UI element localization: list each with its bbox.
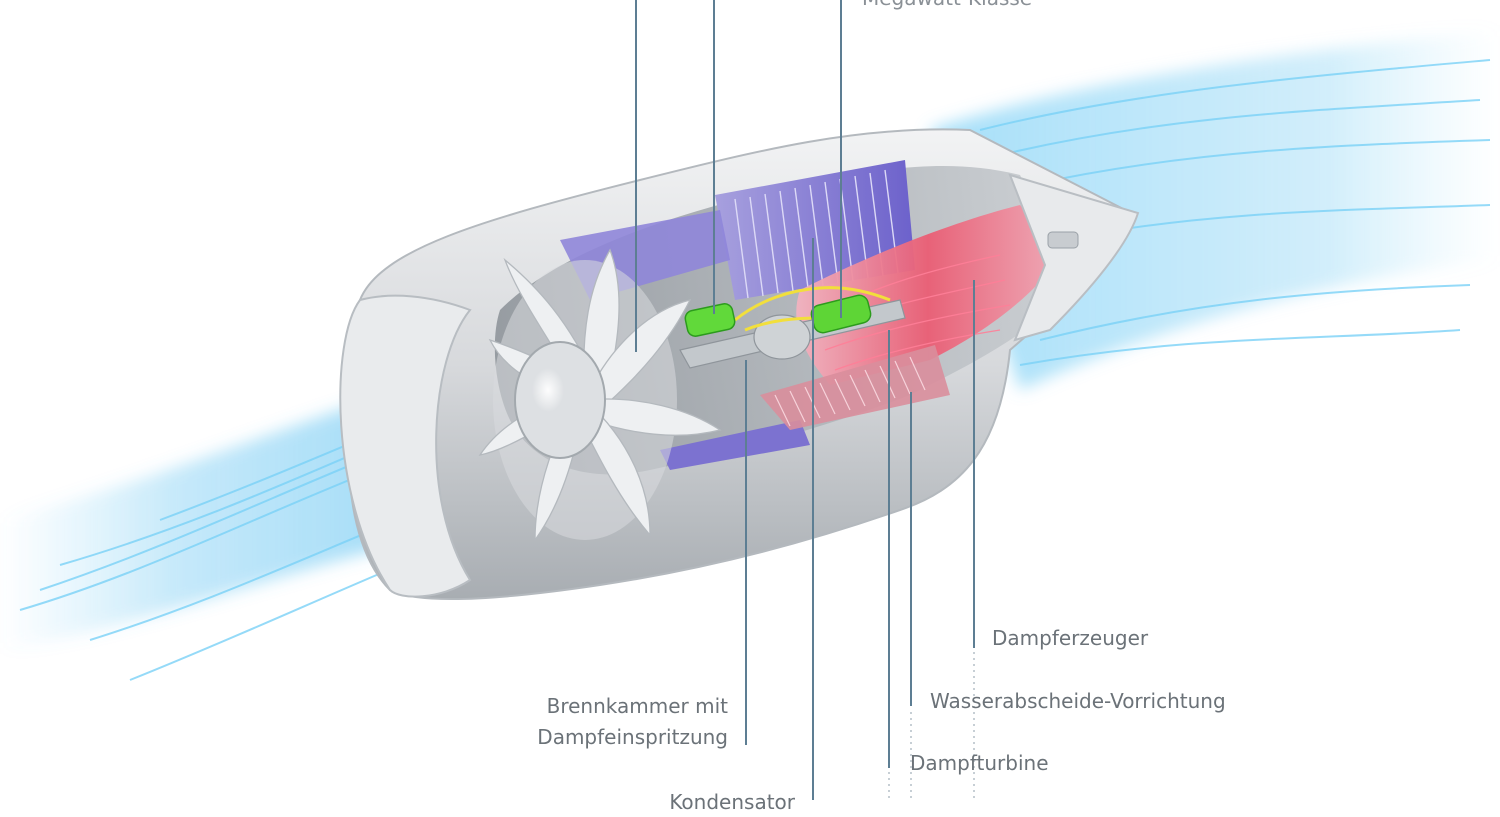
label-dampfturbine: Dampfturbine <box>910 751 1049 775</box>
leader-lines <box>635 0 975 800</box>
engine-illustration <box>0 0 1500 800</box>
label-brennkammer-line2: Dampfeinspritzung <box>537 725 728 749</box>
exhaust-cone <box>1008 173 1140 342</box>
green-component-left <box>684 303 736 337</box>
exhaust-bolt <box>1047 231 1079 249</box>
fan <box>478 248 722 543</box>
purple-panel-bottom <box>660 420 810 470</box>
label-brennkammer-line1: Brennkammer mit <box>546 694 728 718</box>
leader-dots <box>888 652 975 800</box>
label-dampferzeuger: Dampferzeuger <box>992 626 1149 650</box>
steam-turbine-fins-panel <box>760 345 950 430</box>
shaft-hub <box>753 314 811 360</box>
nacelle-inlet-lip <box>339 294 472 598</box>
hot-section <box>796 205 1060 385</box>
label-kondensator: Kondensator <box>669 790 795 814</box>
label-wasserabscheide: Wasserabscheide-Vorrichtung <box>930 689 1226 713</box>
label-megawatt: Megawatt-Klasse <box>862 0 1032 13</box>
